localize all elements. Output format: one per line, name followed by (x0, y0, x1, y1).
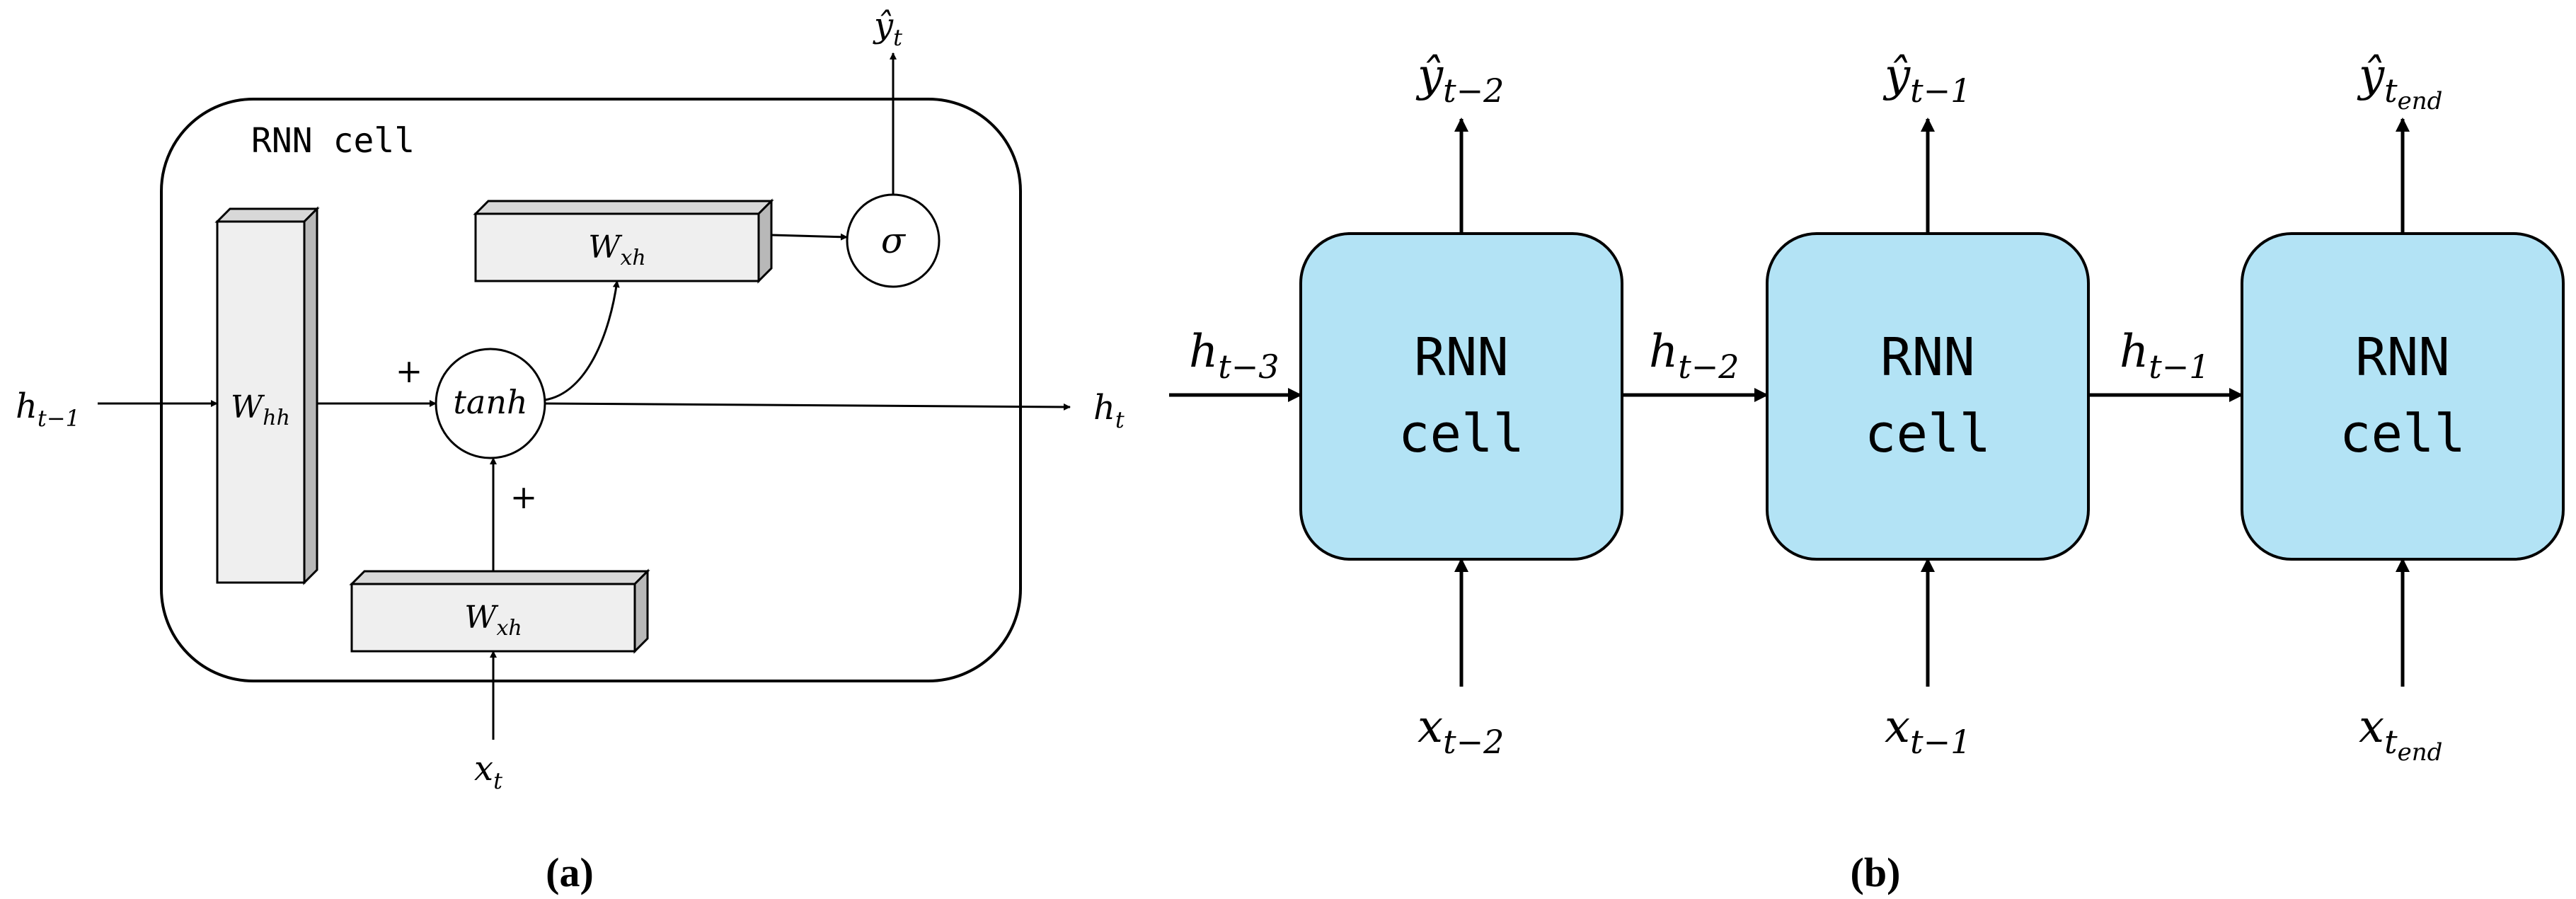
x-in-label: xt (474, 749, 502, 794)
rnn-cell-box (160, 98, 1022, 682)
y-cell2-label: ŷt−1 (1882, 50, 1971, 110)
tanh-label: tanh (453, 383, 527, 421)
h-prev-label: ht−1 (16, 386, 80, 432)
caption-a: (a) (546, 849, 594, 895)
w-xh-bottom-block: Wxh (349, 568, 650, 654)
rnn-cell-3: RNN cell (2241, 232, 2565, 561)
cell-2-line1: RNN (1880, 327, 1975, 388)
cell-3-line1: RNN (2355, 327, 2450, 388)
w-hh-label: Whh (231, 389, 290, 430)
plus-left: + (396, 352, 423, 390)
panel-b: RNN cell RNN cell RNN cell ht−3 ht−2 ht−… (1169, 50, 2565, 895)
y-cell1-label: ŷt−2 (1415, 50, 1504, 110)
arrow-tanh-to-ht (544, 402, 1071, 411)
caption-b: (b) (1851, 849, 1901, 895)
x-cell1-label: xt−2 (1418, 701, 1504, 761)
panel-a: RNN cell Whh Wxh Wxh tanh σ (16, 6, 1125, 895)
rnn-cell-2: RNN cell (1766, 232, 2090, 561)
x-cell3-label: xtend (2359, 701, 2442, 767)
w-xh-bottom-label: Wxh (464, 600, 522, 641)
y-out-label: ŷt (873, 6, 902, 51)
plus-bottom: + (510, 478, 538, 516)
w-hh-block: Whh (214, 206, 320, 585)
cell-1-line2: cell (1398, 403, 1524, 464)
h-cell1-label: ht−2 (1649, 326, 1740, 386)
rnn-cell-1: RNN cell (1299, 232, 1623, 561)
arrow-wxh-top-to-sigma (771, 233, 848, 241)
cell-3-line2: cell (2340, 403, 2466, 464)
w-xh-top-block: Wxh (473, 198, 774, 284)
h-cell2-label: ht−1 (2120, 326, 2210, 386)
x-cell2-label: xt−1 (1885, 701, 1971, 761)
cell-1-line1: RNN (1414, 327, 1509, 388)
arrow-tanh-to-wxh-top (544, 280, 620, 401)
sigma-label: σ (881, 220, 907, 261)
h-first-label: ht−3 (1189, 326, 1280, 386)
cell-2-line2: cell (1865, 403, 1991, 464)
w-xh-top-label: Wxh (588, 229, 645, 270)
rnn-cell-title: RNN cell (251, 121, 415, 161)
y-cell3-label: ŷtend (2357, 50, 2442, 115)
h-out-label: ht (1093, 388, 1125, 433)
